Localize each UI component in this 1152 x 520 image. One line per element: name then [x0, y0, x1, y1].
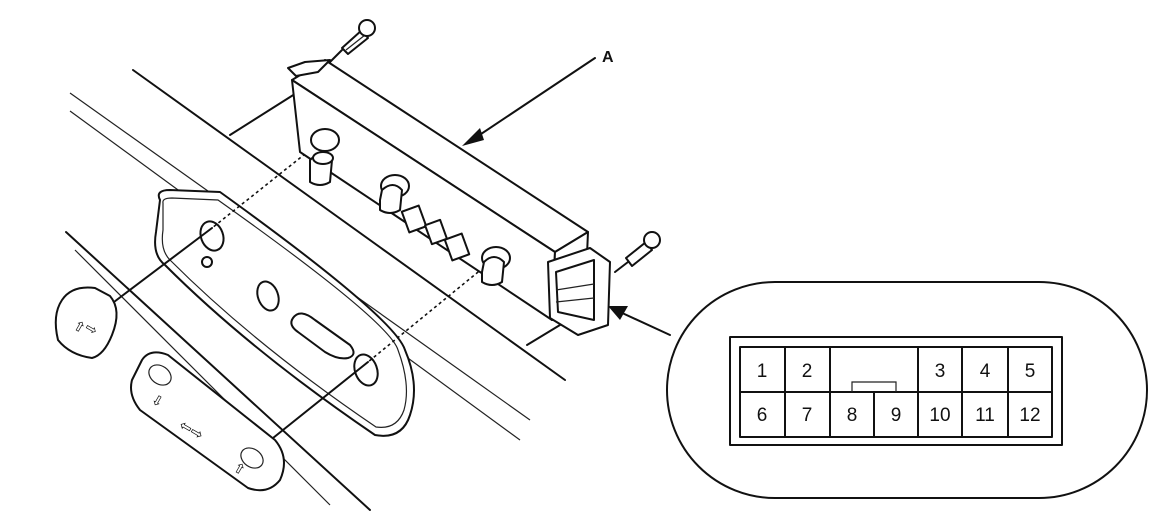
slider-cap: ⇩ ⇦⇨ ⇧ [130, 351, 285, 492]
knob-cap-left: ⇧ ⇨ [54, 286, 118, 359]
pin-label: 1 [757, 361, 768, 382]
pin-label: 7 [802, 405, 813, 426]
pin-label: 3 [935, 361, 946, 382]
pin-label: 10 [929, 405, 950, 426]
pin-label: 11 [975, 405, 995, 426]
panel-recess [154, 189, 415, 437]
pin-label: 9 [891, 405, 902, 426]
pin-label: 12 [1019, 405, 1040, 426]
connector-detail: 1 2 3 4 5 6 7 8 9 10 11 12 [666, 281, 1148, 499]
switch-assembly-a [287, 59, 611, 336]
pin-label: 2 [802, 361, 813, 382]
screw-top [329, 19, 376, 63]
callout-a: A [462, 49, 614, 146]
pin-label: 6 [757, 405, 768, 426]
pin-label: 8 [847, 405, 858, 426]
zoom-arrow [608, 306, 671, 336]
screw-right [614, 231, 661, 273]
callout-label: A [602, 49, 614, 66]
pin-label: 4 [980, 361, 991, 382]
pin-label: 5 [1025, 361, 1036, 382]
alignment-guides [109, 149, 484, 451]
